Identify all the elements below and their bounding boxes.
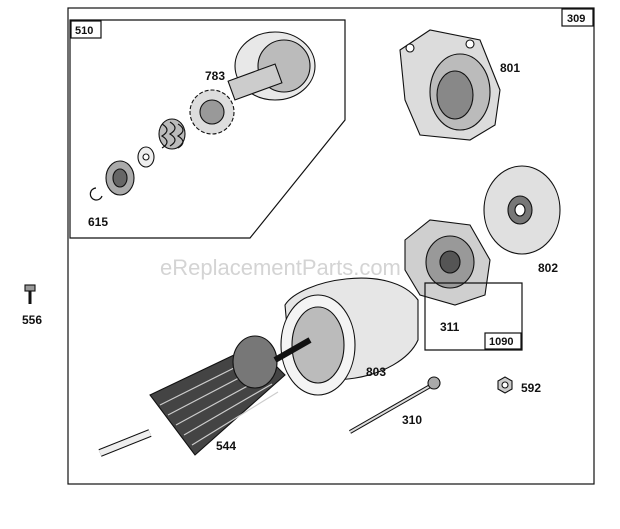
- end-plate-label: 802: [538, 261, 558, 275]
- armature-part: [98, 335, 312, 457]
- end-plate-part: [483, 165, 561, 255]
- subassembly-1090-ref-label: 1090: [489, 336, 513, 348]
- drive-gear-label: 783: [205, 69, 225, 83]
- starter-drive-subassembly-box: [69, 19, 346, 239]
- housing-end-cap-label: 801: [500, 61, 520, 75]
- fastener-bolt-label: 556: [22, 313, 42, 327]
- subassembly-510-ref-label: 510: [75, 25, 93, 37]
- main-assembly-frame: [67, 7, 595, 485]
- through-bolt-part: [349, 376, 441, 434]
- housing-frame-part: [280, 277, 419, 396]
- nut-part: [497, 376, 513, 394]
- housing-frame-label: 803: [366, 365, 386, 379]
- brush-holder-label: 311: [440, 320, 460, 334]
- brush-subassembly-box: [424, 282, 523, 351]
- main-ref-label: 309: [567, 13, 585, 25]
- drive-gear-part: [89, 31, 316, 201]
- main-ref-box: [561, 8, 594, 27]
- nut-label: 592: [521, 381, 541, 395]
- brush-holder-part: [404, 219, 491, 306]
- retaining-ring-label: 615: [88, 215, 108, 229]
- watermark: eReplacementParts.com: [160, 255, 401, 280]
- through-bolt-label: 310: [402, 413, 422, 427]
- subassembly-510-ref-box: [70, 20, 102, 39]
- fastener-bolt-part: [24, 284, 36, 304]
- subassembly-1090-ref-box: [484, 332, 522, 350]
- housing-end-cap-part: [399, 29, 501, 141]
- armature-label: 544: [216, 439, 236, 453]
